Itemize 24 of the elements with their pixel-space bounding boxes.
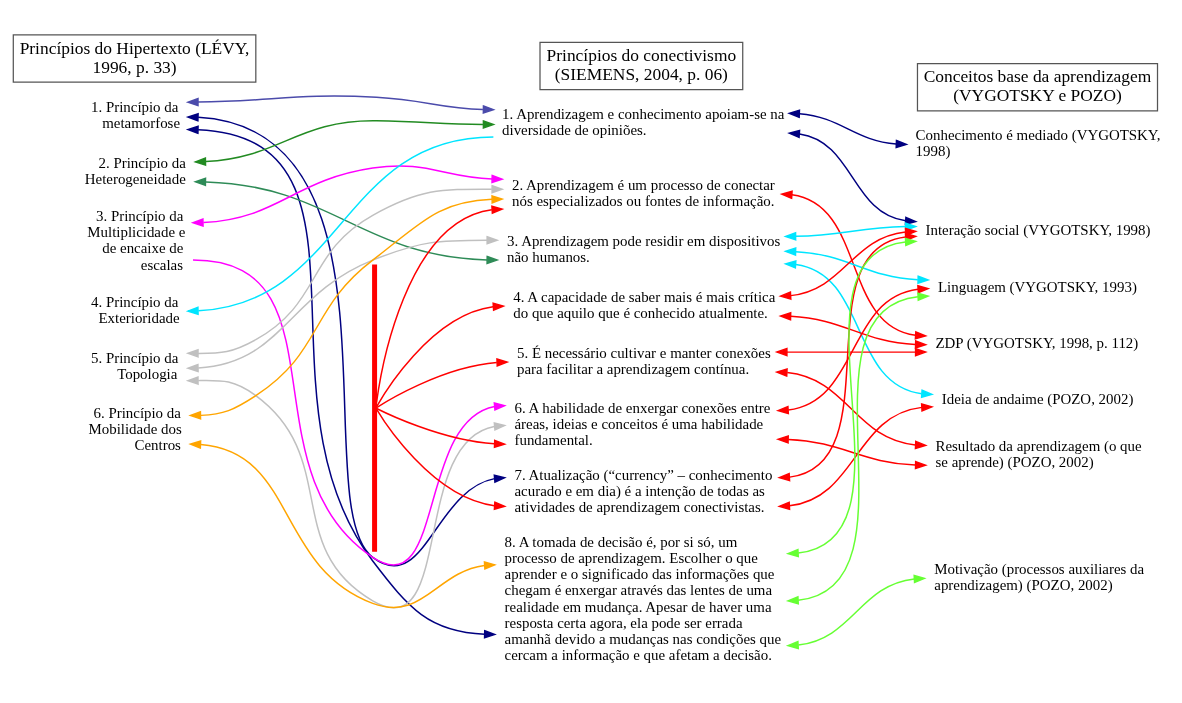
node-text: 3. Princípio da Multiplicidade e de encaixe de escalas	[87, 208, 186, 273]
node-text: Ideia de andaime (POZO, 2002)	[941, 390, 1134, 407]
node-text: 1. Aprendizagem e conhecimento apoiam-se na diversidade de opiniões.	[502, 106, 785, 139]
node-text: Interação social (VYGOTSKY, 1998)	[925, 222, 1151, 239]
node-text: 5. É necessário cultivar e manter conexões para facilitar a aprendizagem contínua.	[517, 344, 771, 378]
node-text: Linguagem (VYGOTSKY, 1993)	[938, 278, 1137, 295]
label: Princípios do Hipertexto (LÉVY, 1996, p. 33)	[19, 37, 250, 77]
node-text: 3. Aprendizagem pode residir em dispositivos não humanos.	[507, 232, 781, 266]
node-text: 5. Princípio da Topologia	[91, 349, 179, 382]
node-text: Conhecimento é mediado (VYGOTSKY, 1998)	[915, 127, 1161, 160]
label: Princípios do conectivismo (SIEMENS, 2004, p. 06)	[546, 45, 737, 84]
node-text: 7. Atualização (“currency” – conhecimento acurado e em dia) é a intenção de todas as atividades de aprendizagem conectivistas.	[514, 466, 773, 516]
node-text: Motivação (processos auxiliares da aprendizagem) (POZO, 2002)	[934, 561, 1145, 594]
node-text: 6. Princípio da Mobilidade dos Centros	[88, 404, 182, 453]
node-text: 1. Princípio da metamorfose	[91, 98, 181, 131]
node-text: 2. Princípio da Heterogeneidade	[84, 154, 186, 187]
node-text: 4. A capacidade de saber mais é mais crítica do que aquilo que é conhecido atualmente.	[513, 288, 776, 322]
node-text: 6. A habilidade de enxergar conexões entre áreas, ideias e conceitos é uma habilidade fundamental.	[514, 399, 771, 448]
node-text: 2. Aprendizagem é um processo de conectar nós especializados ou fontes de informação.	[512, 176, 775, 210]
node-text: 4. Princípio da Exterioridade	[91, 293, 180, 327]
label: Conceitos base da aprendizagem (VYGOTSKY e POZO)	[923, 66, 1152, 106]
node-text: Resultado da aprendizagem (o que se aprende) (POZO, 2002)	[935, 438, 1142, 471]
node-text: 8. A tomada de decisão é, por si só, um processo de aprendizagem. Escolher o que aprender e o significado das informações que chegam é enxergar através das lentes de uma realidade em mudança. Apesar de haver uma resposta certa agora, ela pode ser errada amanhã devido a mudanças nas condições que cercam a informação e que afetam a decisão.	[504, 533, 782, 664]
node-text: ZDP (VYGOTSKY, 1998, p. 112)	[935, 334, 1139, 351]
